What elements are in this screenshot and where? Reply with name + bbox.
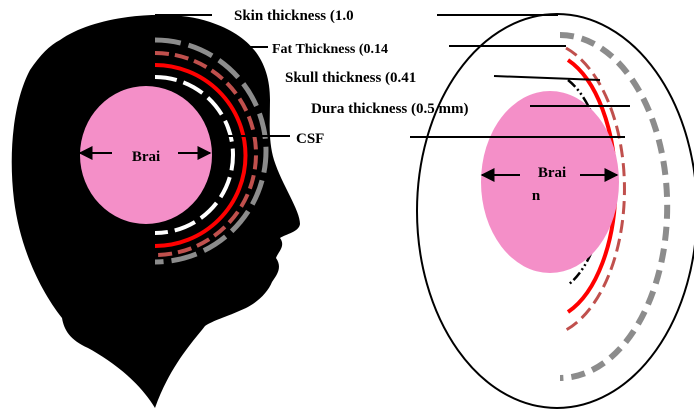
csf-label: CSF (296, 131, 324, 147)
left-brain-label: Brai (132, 149, 160, 165)
right-brain (481, 91, 619, 273)
right-brain-label-line2: n (532, 188, 541, 204)
skull-thickness-label: Skull thickness (0.41 (285, 70, 416, 86)
skin-thickness-label: Skin thickness (1.0 (234, 8, 354, 24)
dura-thickness-label: Dura thickness (0.5 mm) (311, 101, 469, 117)
fat-thickness-label: Fat Thickness (0.14 (272, 42, 388, 57)
right-brain-label-line1: Brai (538, 165, 566, 181)
